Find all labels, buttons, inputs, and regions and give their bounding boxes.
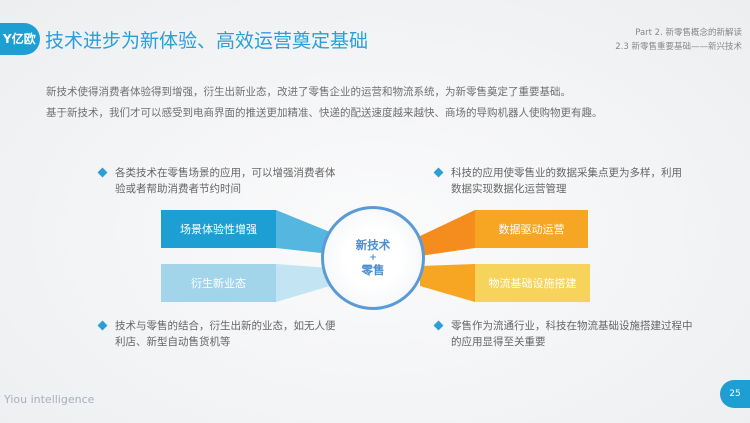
bullet-top-right: 科技的应用使零售业的数据采集点更为多样，利用数据实现数据化运营管理	[433, 165, 691, 197]
footer-brand: Yiou intelligence	[4, 393, 95, 406]
connector-right-1	[420, 210, 475, 256]
breadcrumb-section: 2.3 新零售重要基础——新兴技术	[615, 42, 742, 52]
page-title: 技术进步为新体验、高效运营奠定基础	[45, 30, 369, 52]
bullet-bottom-left: 技术与零售的结合，衍生出新的业态，如无人便利店、新型自动售货机等	[97, 318, 345, 350]
center-plus: +	[369, 253, 377, 263]
box-scene-experience: 场景体验性增强	[161, 210, 276, 248]
bullet-bottom-right: 零售作为流通行业，科技在物流基础设施搭建过程中的应用显得至关重要	[433, 318, 696, 350]
connector-left-2	[276, 264, 330, 302]
connector-left-1	[276, 210, 330, 254]
intro-line-1: 新技术使得消费者体验得到增强，衍生出新业态，改进了零售企业的运营和物流系统，为新…	[46, 86, 571, 98]
center-line-1: 新技术	[355, 238, 391, 252]
bullet-top-left: 各类技术在零售场景的应用，可以增强消费者体验或者帮助消费者节约时间	[97, 165, 345, 197]
connector-right-2	[420, 264, 475, 302]
breadcrumb-part: Part 2. 新零售概念的新解读	[635, 28, 742, 38]
center-circle: 新技术 + 零售	[321, 206, 425, 310]
page-number: 25	[720, 380, 750, 408]
logo: Y亿欧	[0, 23, 40, 55]
box-logistics: 物流基础设施搭建	[475, 264, 590, 302]
intro-line-2: 基于新技术，我们才可以感受到电商界面的推送更加精准、快递的配送速度越来越快、商场…	[46, 107, 603, 119]
box-data-driven: 数据驱动运营	[475, 210, 588, 248]
box-new-formats: 衍生新业态	[161, 264, 276, 302]
center-line-2: 零售	[361, 263, 385, 277]
